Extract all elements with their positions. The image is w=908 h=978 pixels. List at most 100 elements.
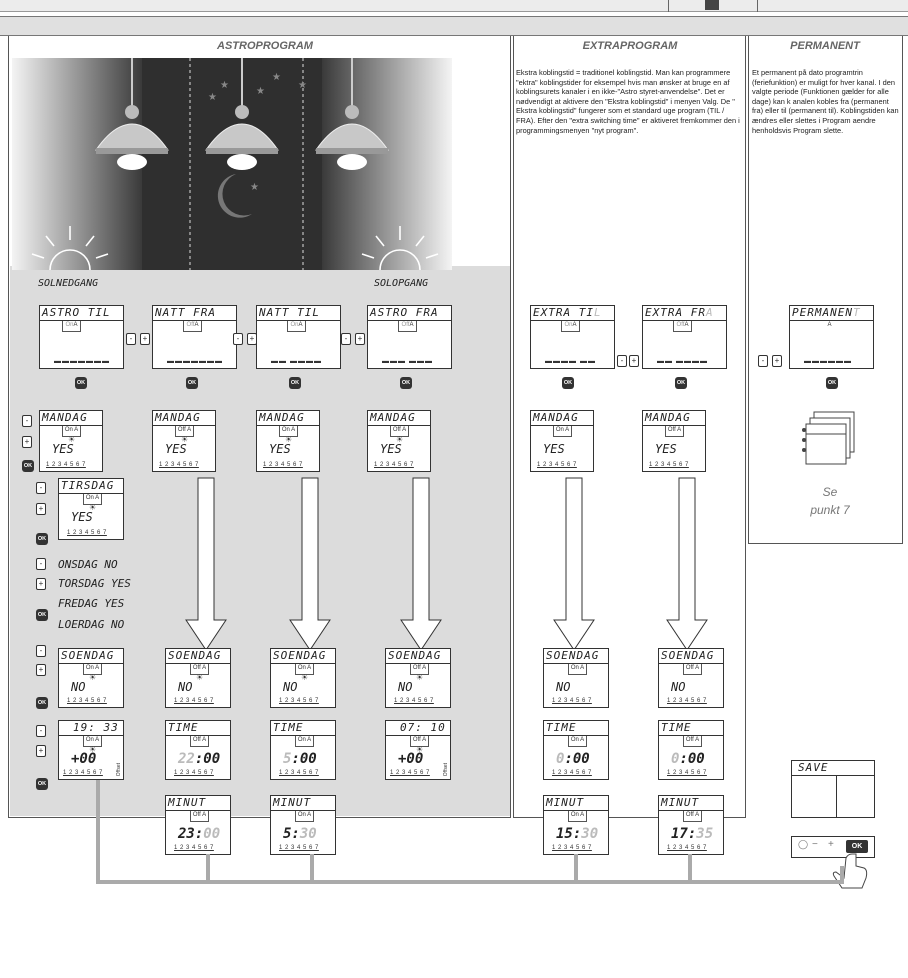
permanent-frame [748, 36, 903, 544]
key-circle[interactable]: ◯ [798, 839, 809, 849]
plus-button[interactable]: + [36, 664, 46, 676]
day-line: FREDAG YES [58, 597, 125, 610]
minus-button[interactable]: - [22, 415, 32, 427]
ok-button[interactable]: OK [675, 377, 687, 389]
sun-icon: ☀ [89, 673, 97, 682]
ok-button[interactable]: OK [289, 377, 301, 389]
lamp-left-icon [95, 58, 169, 170]
screen-soendag: SOENDAG Off A ☀ NO 1 2 3 4 5 6 7 [385, 648, 451, 708]
screen-minut: MINUT On A 15:30 1 2 3 4 5 6 7 [543, 795, 609, 855]
screen-minut: MINUT Off A 17:35 1 2 3 4 5 6 7 [658, 795, 724, 855]
ok-button[interactable]: OK [22, 460, 34, 472]
plus-button[interactable]: + [247, 333, 257, 345]
sun-icon: ☀ [196, 673, 204, 682]
top-icon-box [668, 0, 758, 12]
off-a-indicator: OffA [673, 321, 692, 332]
save-keypad: ◯ − + OK [791, 836, 875, 858]
minus-button[interactable]: - [617, 355, 627, 367]
plus-button[interactable]: + [36, 503, 46, 515]
off-a-indicator: OffA [183, 321, 202, 332]
plus-button[interactable]: + [36, 745, 46, 757]
screen-mandag: MANDAG Off A ☀ YES 1 2 3 4 5 6 7 [367, 410, 431, 472]
sunset-label: SOLNEDGANG [38, 278, 99, 289]
screen-permanent: PERMANENT A ▬▬▬▬▬▬ [789, 305, 874, 369]
ok-button[interactable]: OK [186, 377, 198, 389]
day-line: TORSDAG YES [58, 577, 131, 590]
svg-text:★: ★ [208, 92, 217, 103]
minus-button[interactable]: - [758, 355, 768, 367]
sun-icon: ☀ [68, 435, 76, 444]
screen-natt-til: NATT TIL OnA ▬▬ ▬▬▬▬ [256, 305, 341, 369]
top-strip [0, 0, 908, 12]
minus-button[interactable]: - [36, 482, 46, 494]
screen-soendag: SOENDAG Off A ☀ NO 1 2 3 4 5 6 7 [165, 648, 231, 708]
extra-title: EXTRAPROGRAM [582, 40, 678, 52]
sun-icon: ☀ [301, 673, 309, 682]
minus-button[interactable]: - [233, 333, 243, 345]
moon-icon [217, 174, 252, 218]
left-control-column: - + OK [22, 410, 34, 790]
day-line: LOERDAG NO [58, 618, 125, 631]
screen-soendag: SOENDAG Off A NO 1 2 3 4 5 6 7 [658, 648, 724, 708]
sun-icon: ☀ [89, 503, 97, 512]
screen-soendag: SOENDAG On A NO 1 2 3 4 5 6 7 [543, 648, 609, 708]
minus-button[interactable]: - [36, 725, 46, 737]
minus-button[interactable]: - [36, 558, 46, 570]
key-ok[interactable]: OK [846, 840, 868, 853]
extra-paragraph: Ekstra koblingstid = traditionel kobling… [516, 68, 740, 135]
sun-icon: ☀ [285, 435, 293, 444]
plus-button[interactable]: + [355, 333, 365, 345]
minus-button[interactable]: - [341, 333, 351, 345]
header-band [0, 16, 908, 36]
permanent-paragraph: Et permanent på dato programtrin (ferief… [752, 68, 899, 135]
key-plus[interactable]: + [828, 839, 834, 850]
top-icon [705, 0, 719, 10]
screen-astro-fra: ASTRO FRA OffA ▬▬▬ ▬▬▬ [367, 305, 452, 369]
ok-button[interactable]: OK [400, 377, 412, 389]
stars-icon: ★★★ ★★★ [208, 72, 307, 193]
ok-button[interactable]: OK [36, 697, 48, 709]
day-line: ONSDAG NO [58, 558, 118, 571]
screen-sunrise-time: 07: 10 Off A ☀ +00 Offset 1 2 3 4 5 6 7 [385, 720, 451, 780]
screen-extra-fra: EXTRA FRA OffA ▬▬ ▬▬▬▬ [642, 305, 727, 369]
plus-button[interactable]: + [140, 333, 150, 345]
screen-minut: MINUT On A 5:30 1 2 3 4 5 6 7 [270, 795, 336, 855]
sunrise-label: SOLOPGANG [374, 278, 429, 289]
screen-extra-til: EXTRA TIL OnA ▬▬▬▬ ▬▬ [530, 305, 615, 369]
svg-text:★: ★ [272, 72, 281, 83]
connector-lines [96, 780, 844, 884]
plus-button[interactable]: + [772, 355, 782, 367]
lamp-right-icon [315, 58, 389, 170]
svg-text:★: ★ [220, 80, 229, 91]
screen-save: SAVE [791, 760, 875, 818]
screen-mandag: MANDAG Off A ☀ YES 1 2 3 4 5 6 7 [152, 410, 216, 472]
sun-icon: ☀ [89, 745, 97, 754]
ok-button[interactable]: OK [75, 377, 87, 389]
ok-button[interactable]: OK [36, 609, 48, 621]
sun-icon: ☀ [416, 745, 424, 754]
ok-button[interactable]: OK [562, 377, 574, 389]
plus-button[interactable]: + [629, 355, 639, 367]
astro-frame [8, 36, 511, 818]
minus-button[interactable]: - [126, 333, 136, 345]
key-minus[interactable]: − [812, 839, 818, 850]
screen-tirsdag: TIRSDAG On A ☀ YES 1 2 3 4 5 6 7 [58, 478, 124, 540]
ok-button[interactable]: OK [826, 377, 838, 389]
screen-mandag: MANDAG On A ☀ YES 1 2 3 4 5 6 7 [256, 410, 320, 472]
ok-button[interactable]: OK [36, 533, 48, 545]
plus-button[interactable]: + [36, 578, 46, 590]
screen-mandag: MANDAG On A ☀ YES 1 2 3 4 5 6 7 [39, 410, 103, 472]
ok-button[interactable]: OK [36, 778, 48, 790]
sun-right-icon [361, 226, 439, 270]
plus-button[interactable]: + [22, 436, 32, 448]
permanent-title: PERMANENT [790, 40, 860, 52]
flow-arrows [185, 477, 708, 651]
screen-time: TIME Off A 22:00 1 2 3 4 5 6 7 [165, 720, 231, 780]
screen-time: TIME On A 0:00 1 2 3 4 5 6 7 [543, 720, 609, 780]
screen-soendag: SOENDAG On A ☀ NO 1 2 3 4 5 6 7 [58, 648, 124, 708]
sun-icon: ☀ [416, 673, 424, 682]
screen-astro-til: ASTRO TIL OnA ▬▬▬▬▬▬▬ [39, 305, 124, 369]
sun-icon: ☀ [396, 435, 404, 444]
minus-button[interactable]: - [36, 645, 46, 657]
screen-soendag: SOENDAG On A ☀ NO 1 2 3 4 5 6 7 [270, 648, 336, 708]
